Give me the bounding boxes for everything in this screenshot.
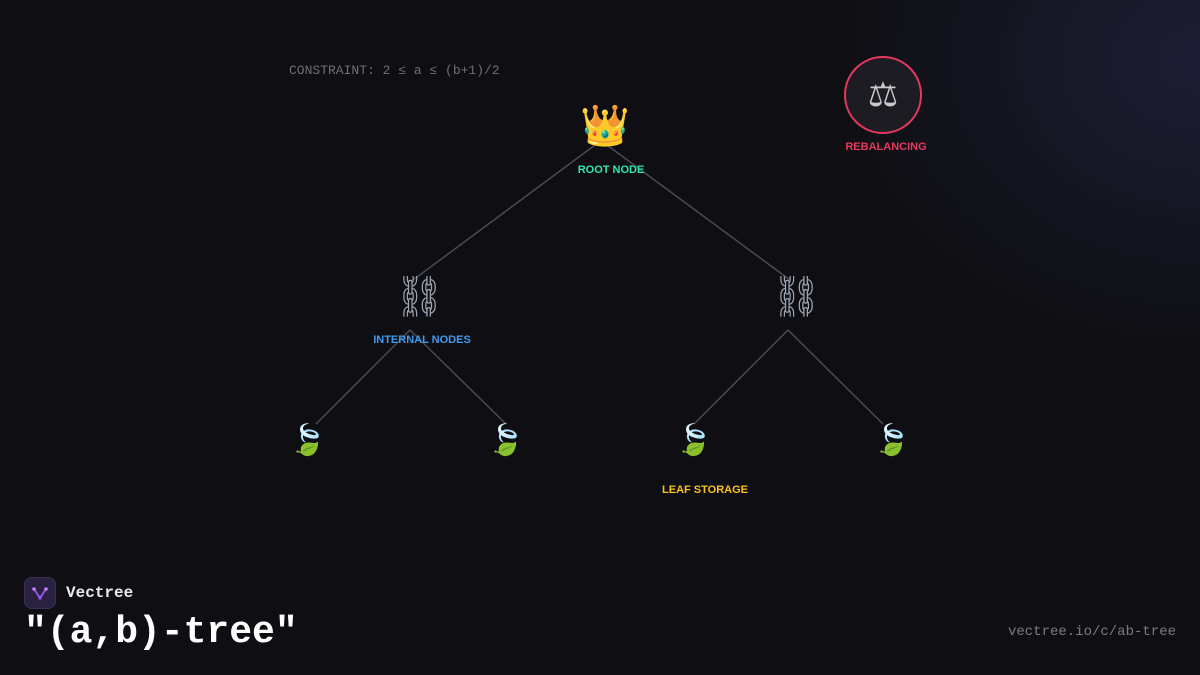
leaf-storage-label: LEAF STORAGE [662, 484, 748, 496]
brand: Vectree [24, 577, 133, 609]
edge-internal-right-leaf-4 [787, 329, 884, 425]
page-title: "(a,b)-tree" [24, 611, 298, 654]
leaf-icon: 🍃 [289, 423, 327, 458]
constraint-text: CONSTRAINT: 2 ≤ a ≤ (b+1)/2 [289, 63, 500, 78]
leaf-icon: 🍃 [487, 423, 525, 458]
balance-scale-icon: ⚖ [867, 75, 899, 115]
root-node-label: ROOT NODE [577, 164, 645, 176]
internal-nodes-label: INTERNAL NODES [373, 334, 471, 346]
vectree-logo-icon [24, 577, 56, 609]
crown-icon: 👑 [580, 103, 630, 149]
source-url: vectree.io/c/ab-tree [1007, 624, 1176, 640]
rebalancing-badge: ⚖ [844, 56, 922, 134]
edge-root-internal-right [606, 144, 791, 281]
edge-internal-right-leaf-3 [693, 329, 789, 425]
brand-name: Vectree [66, 584, 134, 602]
rebalancing-label: REBALANCING [845, 141, 927, 153]
chain-link-icon: ⛓ [771, 274, 822, 320]
leaf-icon: 🍃 [873, 423, 911, 458]
vectree-logo-glyph [32, 587, 48, 600]
edge-internal-left-leaf-1 [315, 329, 411, 425]
chain-link-icon: ⛓ [394, 274, 445, 320]
edge-internal-left-leaf-2 [409, 329, 507, 425]
edge-root-internal-left [412, 144, 596, 281]
leaf-icon: 🍃 [675, 423, 713, 458]
